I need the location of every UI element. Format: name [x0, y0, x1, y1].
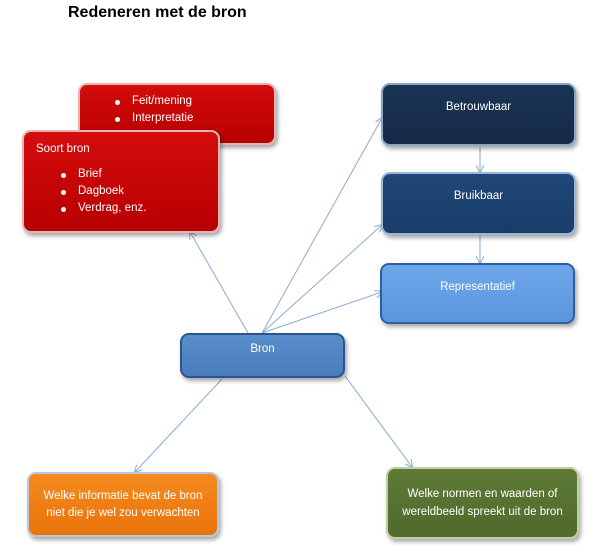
arrow-bron-to-welke-informatie: [135, 378, 223, 472]
soort-bron-box: Soort bron Brief Dagboek Verdrag, enz.: [22, 130, 220, 233]
bruikbaar-box: Bruikbaar: [381, 172, 576, 235]
welke-normen-line-2: wereldbeeld spreekt uit de bron: [402, 506, 563, 518]
arrow-bron-to-representatief: [261, 292, 382, 334]
welke-informatie-line-1: Welke informatie bevat de bron: [43, 489, 203, 502]
bruikbaar-label: Bruikbaar: [453, 190, 504, 202]
page-title: Redeneren met de bron: [68, 4, 247, 21]
representatief-label: Representatief: [440, 281, 515, 293]
list-item: Feit/mening: [115, 93, 274, 110]
welke-informatie-box: Welke informatie bevat de bron niet die …: [27, 472, 219, 537]
welke-normen-box: Welke normen en waarden of wereldbeeld s…: [386, 467, 579, 539]
betrouwbaar-label: Betrouwbaar: [445, 101, 512, 113]
soort-bron-list: Brief Dagboek Verdrag, enz.: [36, 166, 218, 217]
bron-label: Bron: [250, 343, 275, 355]
representatief-box: Representatief: [380, 263, 575, 324]
betrouwbaar-box: Betrouwbaar: [381, 83, 576, 146]
list-item: Dagboek: [61, 183, 218, 200]
list-item: Interpretatie: [115, 110, 274, 127]
soort-bron-heading: Soort bron: [36, 143, 90, 155]
welke-informatie-line-2: niet die je wel zou verwachten: [46, 506, 200, 519]
list-item: Verdrag, enz.: [61, 200, 218, 217]
list-item: Brief: [61, 166, 218, 183]
arrow-bron-to-betrouwbaar: [261, 118, 382, 334]
bron-box: Bron: [180, 333, 345, 378]
welke-normen-line-1: Welke normen en waarden of: [407, 488, 558, 500]
feit-mening-list: Feit/mening Interpretatie: [115, 93, 274, 127]
arrow-bron-to-soort-bron: [190, 232, 249, 334]
arrow-bron-to-welke-normen: [344, 375, 412, 467]
arrow-bron-to-bruikbaar: [261, 225, 382, 334]
